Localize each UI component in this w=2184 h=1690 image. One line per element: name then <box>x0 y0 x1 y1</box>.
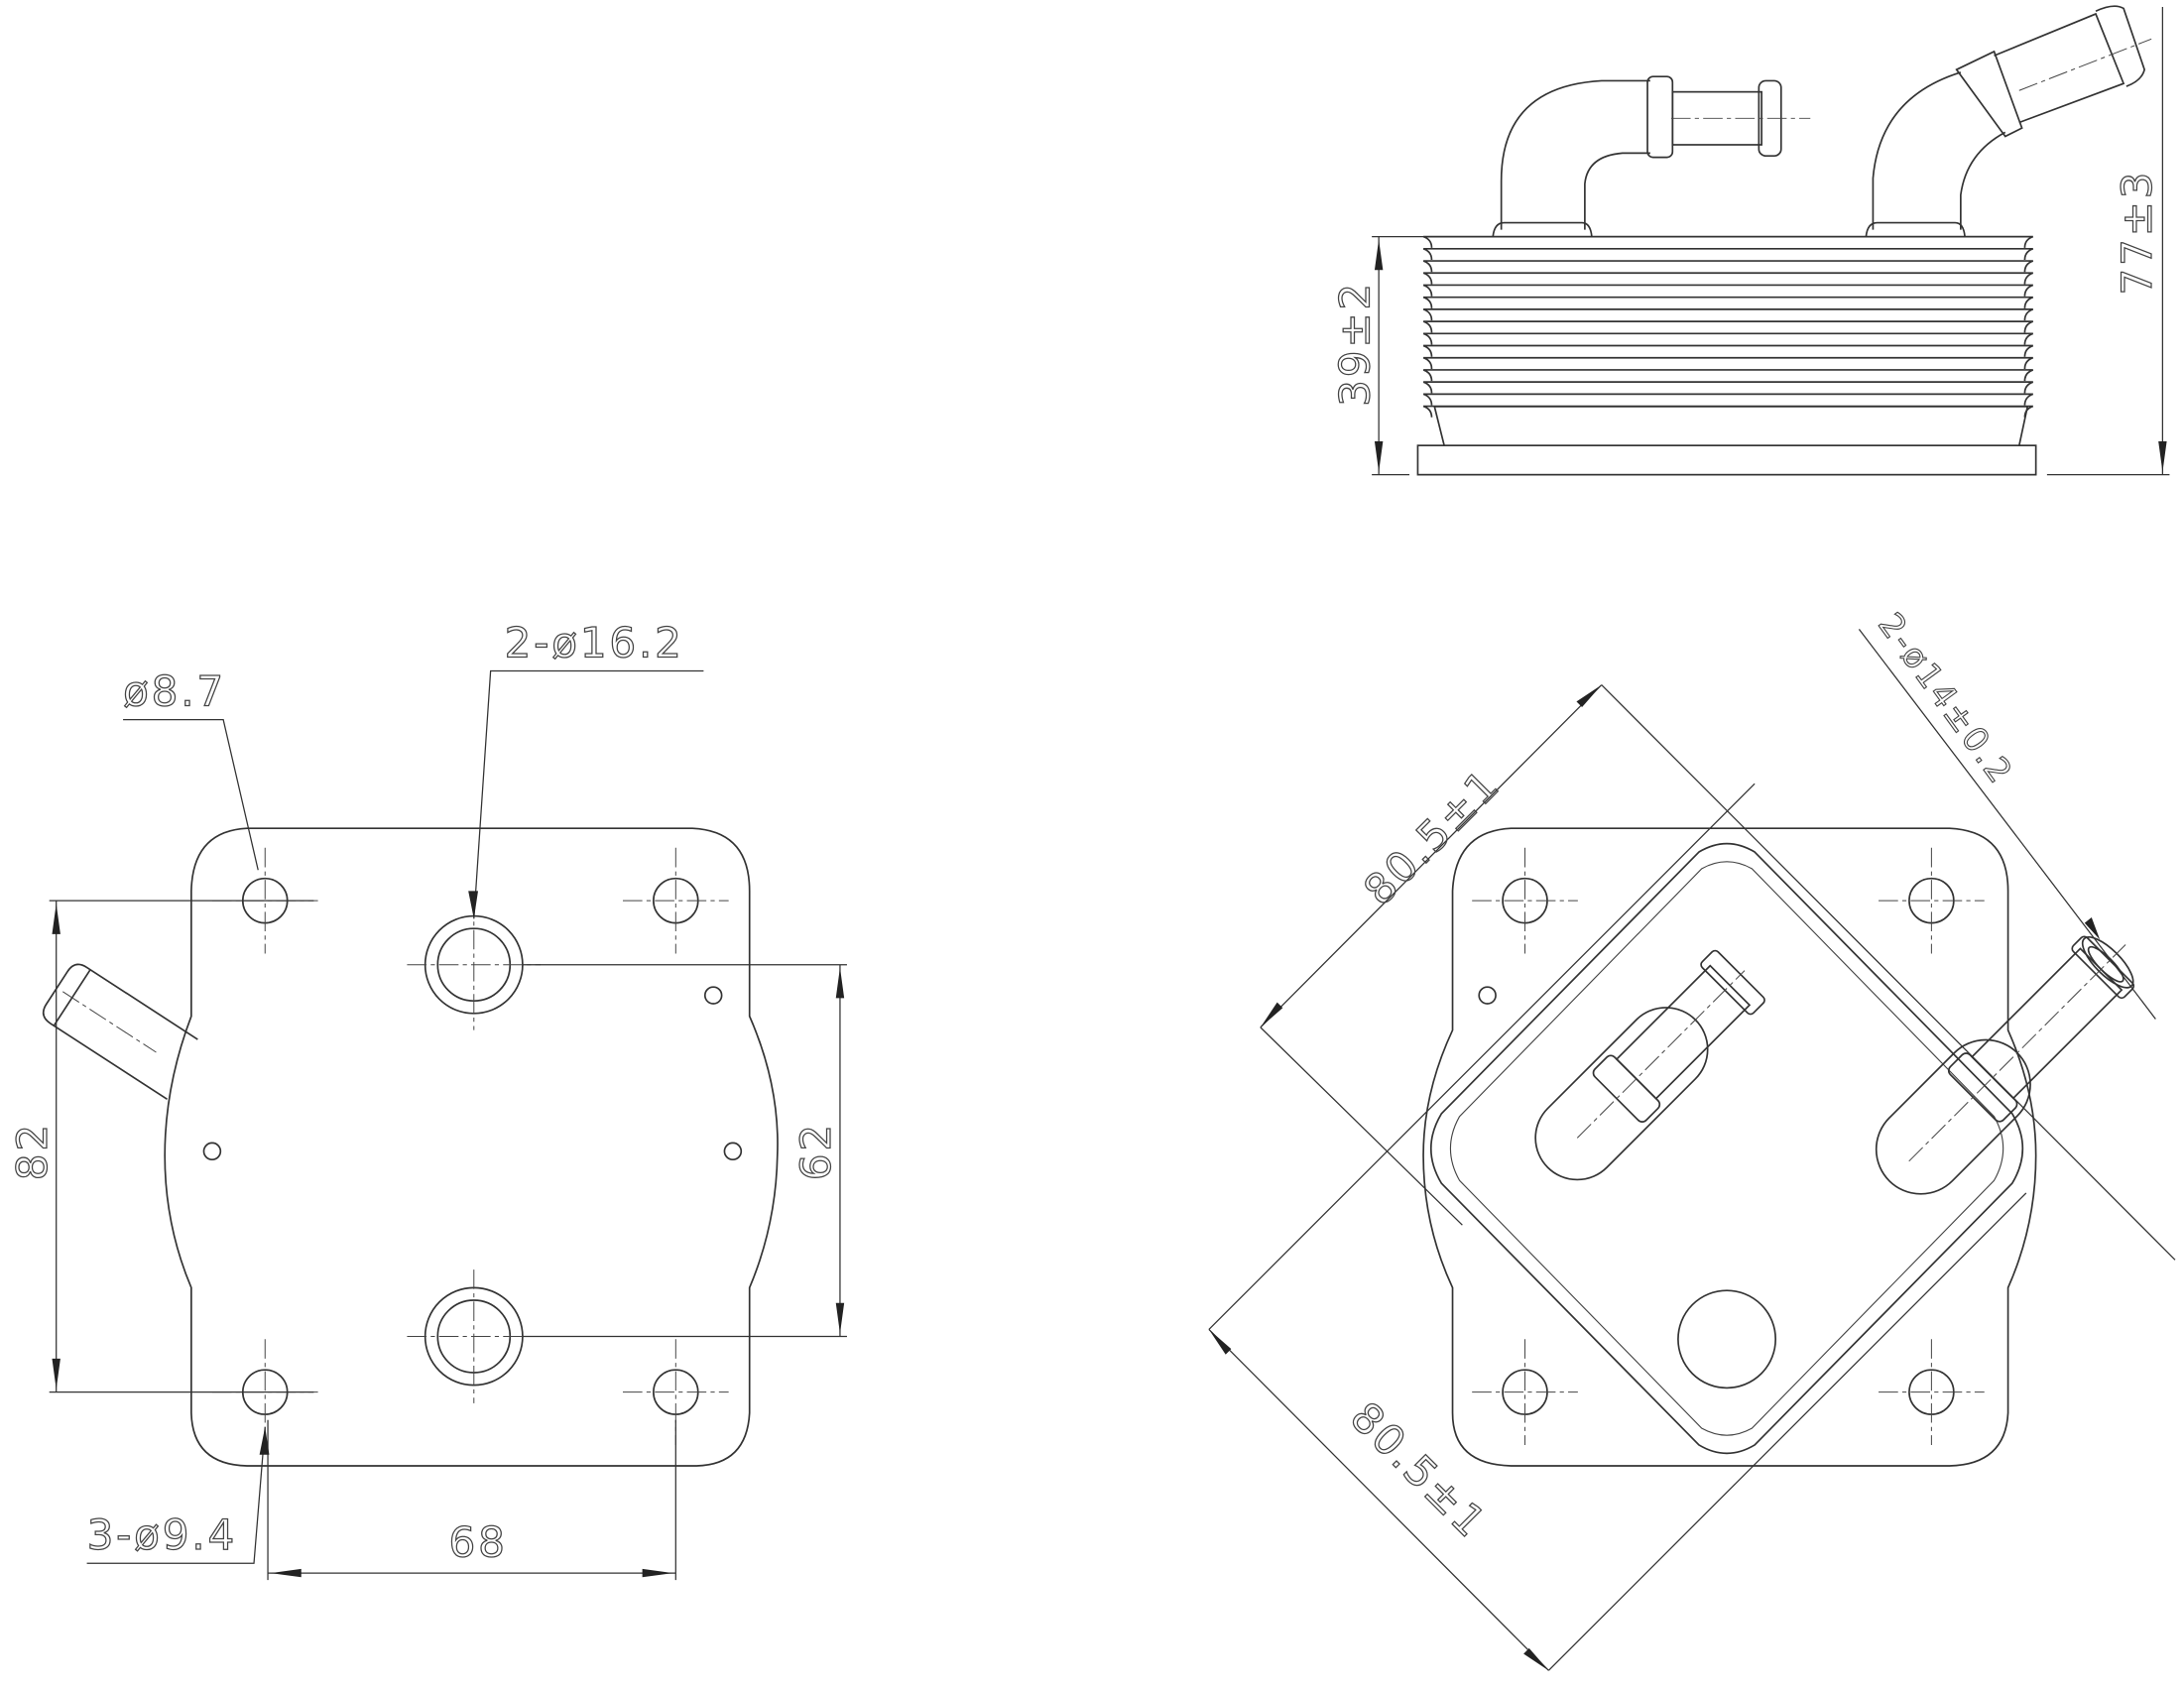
mount-hole <box>622 846 730 955</box>
cooler-fins <box>1422 235 2034 418</box>
port-hole-label: 2-ø16.2 <box>505 619 684 667</box>
mount-holes-label: 3-ø9.4 <box>87 1510 238 1559</box>
fin-line <box>1422 235 2034 248</box>
diagonal-b-label: 80.5±1 <box>1341 1392 1497 1548</box>
fin-line <box>1422 272 2034 285</box>
mount-hole <box>1471 1338 1579 1446</box>
left-pipe-foot <box>1492 221 1593 237</box>
side-view: 39±2 77±3 <box>1330 5 2170 476</box>
port-spacing-label: 62 <box>791 1122 840 1180</box>
fin-line <box>1422 260 2034 273</box>
small-hole-label: ø8.7 <box>123 667 226 716</box>
lower-housing <box>1433 406 2029 446</box>
mount-hole <box>1878 1338 1986 1446</box>
side-pipe <box>42 963 198 1101</box>
pipe-diameter-label: 2-ø14±0.2 <box>1871 606 2020 792</box>
body-height-label: 39±2 <box>1330 281 1379 407</box>
total-height-label: 77±3 <box>2113 170 2161 296</box>
right-pipe-bend <box>1872 71 2006 230</box>
diagonal-a-label: 80.5±1 <box>1354 760 1510 915</box>
fin-line <box>1422 308 2034 321</box>
fin-line <box>1422 344 2034 357</box>
port-hole <box>407 1269 542 1403</box>
plan-view: 82 62 68 ø8.7 2-ø16.2 3-ø9.4 <box>7 618 847 1581</box>
underside-view: 80.5±1 80.5±1 2-ø14±0.2 <box>1208 605 2176 1671</box>
center-port <box>1677 1289 1777 1389</box>
fin-line <box>1422 332 2034 345</box>
inner-pipe <box>1534 949 1765 1181</box>
mount-hole <box>1878 846 1986 955</box>
vertical-spacing-label: 82 <box>8 1122 57 1180</box>
mount-hole <box>1471 846 1579 955</box>
fin-line <box>1422 320 2034 333</box>
horizontal-spacing-label: 68 <box>449 1517 508 1566</box>
fin-line <box>1422 393 2034 406</box>
diamond-gasket <box>1430 842 2024 1455</box>
left-pipe-bend <box>1500 79 1650 230</box>
fin-line <box>1422 381 2034 394</box>
plate-outline <box>1422 827 2037 1467</box>
plate-outline <box>164 827 779 1467</box>
extension-line <box>1601 684 2176 1261</box>
fin-line <box>1422 356 2034 369</box>
fin-line <box>1422 405 2034 418</box>
fin-line <box>1422 296 2034 308</box>
fin-line <box>1422 369 2034 382</box>
base-plate <box>1416 444 2037 476</box>
fin-line <box>1422 284 2034 297</box>
fin-line <box>1422 247 2034 261</box>
